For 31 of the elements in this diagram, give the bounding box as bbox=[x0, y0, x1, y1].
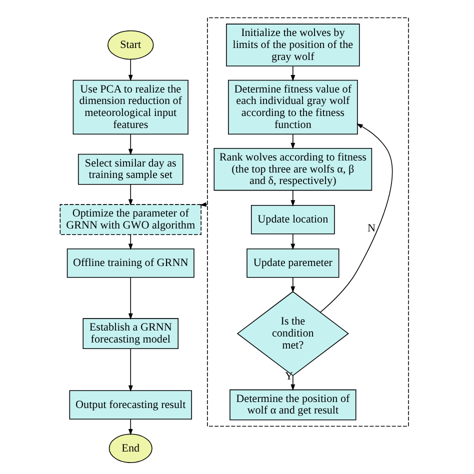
node-box: Determine the position of wolf α and get result bbox=[229, 389, 356, 420]
arrow bbox=[290, 134, 295, 150]
arrow bbox=[320, 124, 392, 313]
node-box: Use PCA to realize the dimension reduction of meteorological input features bbox=[72, 80, 188, 134]
arrow bbox=[128, 59, 132, 82]
arrow bbox=[290, 277, 295, 293]
node-box: Rank wolves according to fitness (the top three are wolfs α, β and δ, respectively) bbox=[213, 148, 372, 191]
node-box: Select similar day as training sample set bbox=[77, 154, 183, 185]
arrow bbox=[290, 66, 295, 82]
node-box: Output forecasting result bbox=[68, 390, 192, 420]
arrow bbox=[290, 190, 295, 206]
arrow bbox=[128, 348, 132, 392]
node-ellipse: Start bbox=[107, 30, 154, 60]
node-box: Initialize the wolves by limits of the position of the gray wolf bbox=[226, 24, 360, 66]
arrow bbox=[128, 418, 132, 436]
node-box: Optimize the parameter of GRNN with GWO algorithm bbox=[59, 204, 201, 236]
cluster bbox=[206, 17, 408, 427]
node-ellipse: End bbox=[108, 434, 152, 464]
edge-label: N bbox=[367, 222, 376, 234]
arrow bbox=[290, 233, 295, 250]
node-box: Update paremeter bbox=[246, 248, 339, 278]
arrow bbox=[128, 184, 132, 206]
arrow bbox=[290, 375, 295, 391]
arrow bbox=[199, 202, 208, 207]
node-box: Determine fitness value of each individual gray wolf according to the fitness function bbox=[228, 80, 358, 134]
arrow bbox=[128, 277, 132, 320]
node-box: Update location bbox=[250, 204, 334, 234]
node-box: Establish a GRNN forecasting model bbox=[82, 318, 178, 350]
node-box: Offline training of GRNN bbox=[66, 248, 194, 278]
arrow bbox=[128, 134, 132, 156]
arrow bbox=[128, 234, 132, 250]
